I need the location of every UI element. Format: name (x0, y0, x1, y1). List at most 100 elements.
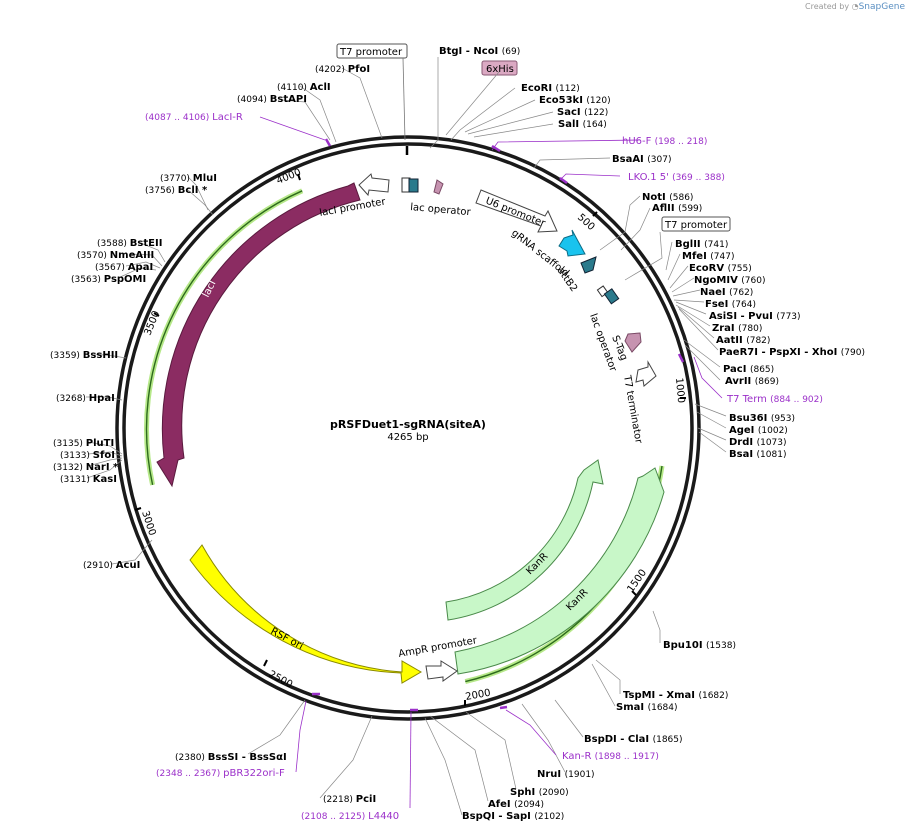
site-label-tspmi: TspMI - XmaI (1682) (623, 690, 728, 701)
site-label-nrui: NruI (1901) (537, 769, 595, 780)
site-label-bsu36i: Bsu36I (953) (729, 413, 795, 424)
feature-label-RSF-ori: RSF ori (269, 626, 305, 652)
site-position: (790) (841, 348, 865, 358)
primer-label-hu6f: hU6-F (198 .. 218) (622, 136, 707, 147)
site-name: SalI (558, 119, 583, 130)
site-position: (2090) (539, 788, 569, 798)
site-position: (1002) (758, 426, 788, 436)
site-position: (307) (647, 155, 671, 165)
feature-gRNA-scaffold (558, 229, 586, 257)
tick-label-3500: 3500 (143, 309, 163, 337)
site-position: (865) (750, 365, 774, 375)
site-label-zrai: ZraI (780) (712, 323, 762, 334)
primer-position: (2348 .. 2367) (156, 769, 223, 779)
site-label-aatii: AatII (782) (716, 335, 770, 346)
site-label-kasi: (3131) KasI (60, 474, 117, 485)
site-position: (2218) (323, 795, 356, 805)
feature-lac-operator-right (603, 288, 620, 305)
tick-mark-4000 (297, 173, 301, 181)
restriction-site-labels: BtgI - NcoI (69)EcoRI (112)Eco53kI (120)… (50, 46, 865, 822)
site-name: FseI (705, 299, 732, 310)
site-position: (1684) (648, 703, 678, 713)
site-position: (2380) (175, 753, 208, 763)
site-name: SacI (557, 107, 584, 118)
site-label-bspqi: BspQI - SapI (2102) (462, 811, 564, 822)
site-label-noti: NotI (586) (642, 192, 693, 203)
site-label-nari: (3132) NarI * (53, 462, 119, 473)
site-name: AcuI (116, 560, 141, 571)
site-label-hpai: (3268) HpaI (56, 393, 115, 404)
site-position: (3268) (56, 394, 89, 404)
site-name: AgeI (729, 425, 758, 436)
site-position: (1538) (706, 641, 736, 651)
site-name: NgoMIV (694, 275, 741, 286)
primer-label-kanr: Kan-R (1898 .. 1917) (562, 751, 659, 762)
site-position: (4202) (315, 65, 348, 75)
primer-label-t7term: T7 Term (884 .. 902) (726, 394, 823, 405)
site-label-bsteii: (3588) BstEII (97, 238, 162, 249)
primer-name: L4440 (368, 811, 399, 822)
primer-position: (2108 .. 2125) (301, 812, 368, 822)
site-name: NaeI (700, 287, 729, 298)
site-name: PspOMI (104, 274, 146, 285)
site-name: PciI (356, 794, 376, 805)
site-position: (741) (704, 240, 728, 250)
primer-name: Kan-R (562, 751, 595, 762)
feature-label-T7-terminator: T7 terminator (621, 374, 644, 446)
site-position: (1073) (757, 438, 787, 448)
feature-AmpR-promoter (425, 660, 458, 682)
lacI-orf-line (145, 190, 303, 486)
site-name: BglII (675, 239, 704, 250)
backbone-outer-ring (115, 135, 701, 721)
site-position: (1682) (698, 691, 728, 701)
site-name: PluTI (86, 438, 114, 449)
tick-label-4000: 4000 (275, 167, 303, 187)
site-position: (3359) (50, 351, 83, 361)
site-name: EcoRV (689, 263, 728, 274)
site-name: BstAPI (270, 94, 307, 105)
site-label-apai: (3567) ApaI (95, 262, 153, 273)
site-name: BsaI (729, 449, 757, 460)
feature-lacI-promoter (358, 173, 390, 197)
site-name: SfoI (93, 450, 115, 461)
his-tag-label: 6xHis (486, 64, 514, 75)
site-position: (3135) (53, 439, 86, 449)
primer-name: LKO.1 5' (628, 172, 672, 183)
site-position: (780) (738, 324, 762, 334)
primer-name: pBR322ori-F (223, 768, 285, 779)
site-position: (3563) (71, 275, 104, 285)
site-name: AvrII (725, 376, 755, 387)
site-position: (586) (669, 193, 693, 203)
site-name: MluI (193, 173, 217, 184)
site-name: BclI * (178, 185, 208, 196)
feature-teal-box-top (408, 178, 419, 193)
site-label-acli: (4110) AclI (277, 82, 331, 93)
site-label-paer7i: PaeR7I - PspXI - XhoI (790) (719, 347, 865, 358)
primer-name: hU6-F (622, 136, 655, 147)
site-leader-lines (86, 57, 727, 816)
site-label-acui: (2910) AcuI (83, 560, 140, 571)
site-label-saci: SacI (122) (557, 107, 608, 118)
primer-label-lko15: LKO.1 5' (369 .. 388) (628, 172, 725, 183)
primer-name: T7 Term (726, 394, 770, 405)
feature-label-attB2: attB2 (555, 265, 580, 294)
site-label-bcli: (3756) BclI * (145, 185, 208, 196)
site-position: (2094) (514, 800, 544, 810)
site-label-nmeaiii: (3570) NmeAIII (77, 250, 154, 261)
feature-KanR-outer (454, 467, 665, 675)
site-label-ecorv: EcoRV (755) (689, 263, 752, 274)
feature-attB2 (580, 256, 597, 274)
site-label-agei: AgeI (1002) (729, 425, 788, 436)
site-position: (120) (586, 96, 610, 106)
site-position: (112) (556, 84, 580, 94)
primer-label-lacir: (4087 .. 4106) LacI-R (145, 112, 243, 123)
site-label-avrii: AvrII (869) (725, 376, 779, 387)
primer-label-l4440: (2108 .. 2125) L4440 (301, 811, 399, 822)
site-position: (3770) (160, 174, 193, 184)
feature-RSF-ori (189, 544, 422, 684)
site-name: NarI * (86, 462, 119, 473)
site-name: PacI (723, 364, 750, 375)
primer-position: (1898 .. 1917) (595, 752, 659, 762)
site-position: (3588) (97, 239, 130, 249)
